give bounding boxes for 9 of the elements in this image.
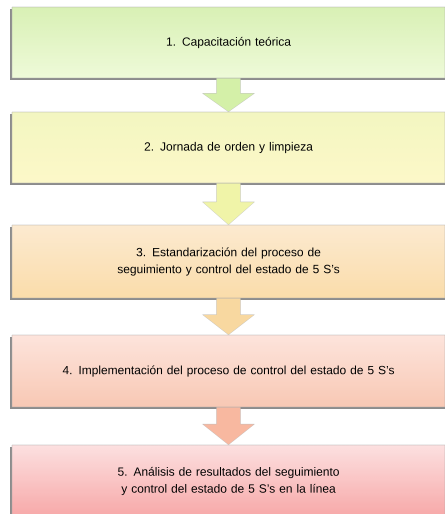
process-box: 5. Análisis de resultados del seguimiento y control del estado de 5 S’s en la línea [10,444,445,514]
arrow [202,183,255,225]
arrow [202,78,255,112]
arrow [202,407,255,445]
process-box: 2. Jornada de orden y limpieza [10,112,445,185]
process-box: 3. Estandarización del proceso de seguimiento y control del estado de 5 S’s [10,224,445,300]
process-box: 1. Capacitación teórica [10,6,445,80]
arrow [202,298,255,335]
process-box: 4. Implementación del proceso de control del estado de 5 S’s [10,334,445,409]
